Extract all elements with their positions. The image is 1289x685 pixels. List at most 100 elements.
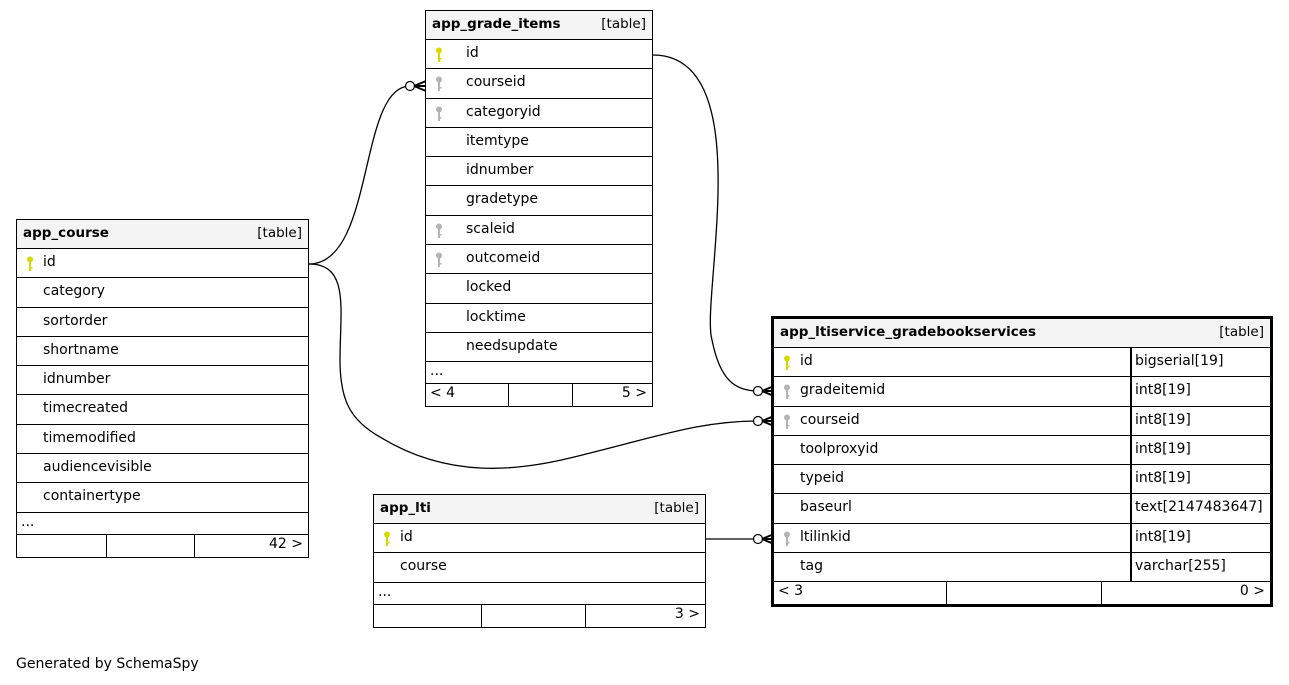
column-name: shortname [43,341,119,358]
column-name: timemodified [43,429,136,446]
foreign-key-icon [435,106,443,122]
table-footer: 42 > [17,534,308,557]
column-name: gradetype [466,191,538,208]
column-type: int8[19] [1130,523,1270,553]
column-row[interactable]: gradeitemid int8[19] [774,377,1270,407]
foreign-key-icon [435,223,443,239]
column-row[interactable]: audiencevisible [17,454,308,484]
edge-course-to-gradebookservices[interactable] [308,263,759,469]
foreign-key-icon [783,414,791,430]
column-name: idnumber [466,162,534,179]
column-row[interactable]: timemodified [17,425,308,455]
table-app-ltiservice-gradebookservices[interactable]: app_ltiservice_gradebookservices [table]… [771,316,1273,608]
column-row[interactable]: sortorder [17,308,308,337]
column-row[interactable]: gradetype [426,186,652,216]
column-row[interactable]: idnumber [17,366,308,396]
zero-cardinality-marker [752,385,764,397]
column-row[interactable]: courseid [426,69,652,99]
crowsfoot-marker [413,80,427,92]
parents-count[interactable]: < 3 [778,583,804,600]
zero-cardinality-marker [404,80,416,92]
primary-key-icon [383,531,391,547]
column-name: typeid [800,470,845,487]
column-row[interactable]: timecreated [17,395,308,425]
children-count[interactable]: 3 > [674,605,700,622]
foreign-key-icon [783,384,791,400]
column-row[interactable]: locktime [426,304,652,333]
column-name: id [466,45,479,61]
table-footer: < 4 5 > [426,384,652,407]
column-row[interactable]: idnumber [426,157,652,187]
table-header: app_ltiservice_gradebookservices [table] [774,319,1270,348]
column-name: id [43,254,56,270]
column-row[interactable]: needsupdate [426,333,652,363]
column-row[interactable]: categoryid [426,99,652,128]
table-name[interactable]: app_ltiservice_gradebookservices [780,324,1036,340]
column-name: course [400,558,447,575]
edge-grade-items-to-gradebookservices[interactable] [652,54,759,392]
column-row[interactable]: id [426,40,652,70]
column-type: int8[19] [1130,435,1270,465]
table-app-course[interactable]: app_course [table] id category sortorder sh… [16,219,309,558]
schemaspy-credit: Generated by SchemaSpy [16,656,199,672]
column-row[interactable]: ltilinkid int8[19] [774,523,1270,554]
table-name[interactable]: app_lti [380,500,431,516]
column-name: gradeitemid [800,382,886,399]
column-row[interactable]: toolproxyid int8[19] [774,435,1270,466]
column-name: outcomeid [466,250,541,267]
column-row[interactable]: shortname [17,337,308,367]
table-header: app_grade_items [table] [426,11,652,40]
column-name: toolproxyid [800,440,879,457]
zero-cardinality-marker [752,533,764,545]
column-name: id [400,529,413,545]
column-row[interactable]: id [374,524,705,554]
parents-count[interactable]: < 4 [430,385,456,402]
column-name: tag [800,558,823,575]
more-columns[interactable]: ... [17,513,308,535]
children-count[interactable]: 42 > [269,535,303,552]
table-name[interactable]: app_grade_items [432,16,561,32]
table-kind: [table] [654,500,699,516]
column-row[interactable]: course [374,553,705,583]
column-type: int8[19] [1130,377,1270,406]
table-header: app_course [table] [17,220,308,249]
column-row[interactable]: locked [426,274,652,304]
foreign-key-icon [435,252,443,268]
column-row[interactable]: id [17,249,308,279]
table-header: app_lti [table] [374,495,705,524]
column-name: courseid [800,411,860,428]
table-kind: [table] [601,16,646,32]
column-name: locktime [466,308,526,325]
column-name: id [800,353,813,369]
children-count[interactable]: 5 > [621,385,647,402]
more-columns[interactable]: ... [426,362,652,385]
children-count: 0 > [1239,583,1265,600]
edge-course-to-grade-items[interactable] [308,85,411,265]
table-app-lti[interactable]: app_lti [table] id course ... 3 > [373,494,706,628]
column-row[interactable]: containertype [17,483,308,513]
column-name: scaleid [466,220,515,237]
column-name: ltilinkid [800,528,851,545]
table-name[interactable]: app_course [23,225,109,241]
primary-key-icon [783,355,791,371]
foreign-key-icon [435,76,443,92]
column-row[interactable]: outcomeid [426,245,652,275]
table-footer: < 3 0 > [774,582,1270,605]
column-row[interactable]: scaleid [426,216,652,246]
column-name: sortorder [43,312,108,329]
column-name: courseid [466,74,526,91]
column-name: containertype [43,488,141,505]
primary-key-icon [26,256,34,272]
column-name: categoryid [466,103,541,120]
table-kind: [table] [1219,324,1264,340]
more-columns[interactable]: ... [374,583,705,605]
column-row[interactable]: itemtype [426,128,652,158]
column-name: needsupdate [466,337,558,354]
column-row[interactable]: category [17,278,308,308]
table-app-grade-items[interactable]: app_grade_items [table] id courseid catego… [425,10,653,408]
